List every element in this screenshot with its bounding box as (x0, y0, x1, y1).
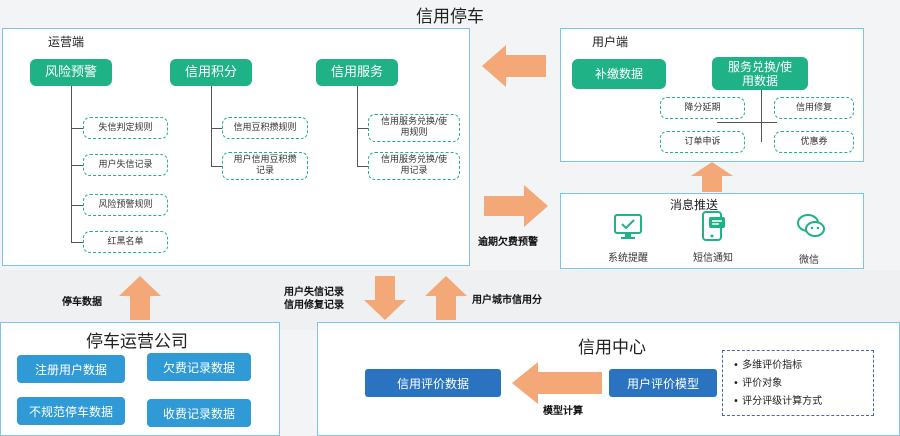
overdue-warning-label: 逾期欠费预警 (478, 237, 538, 248)
arrow-overdue-to-push (484, 185, 548, 227)
repay-data-button[interactable]: 补缴数据 (572, 59, 666, 89)
arrow-model-to-data (512, 362, 602, 404)
credit-center-title: 信用中心 (578, 338, 646, 358)
points-item: 信用豆积攒规则 (222, 117, 308, 139)
monitor-check-icon (614, 214, 642, 239)
credit-eval-data-button[interactable]: 信用评价数据 (365, 369, 501, 397)
points-branch-2 (211, 166, 223, 167)
arrow-parking-data-up (119, 276, 161, 320)
risk-branch-4 (71, 242, 84, 243)
arrow-user-to-operator (482, 45, 546, 87)
risk-item: 失信判定规则 (83, 117, 168, 139)
bullet-item: • 多维评价指标 (733, 360, 803, 371)
arrow-city-score-up (425, 276, 467, 320)
user-sub-item: 订单申诉 (660, 131, 745, 153)
wechat-icon (797, 214, 825, 237)
company-button[interactable]: 不规范停车数据 (17, 397, 125, 425)
risk-item: 红黑名单 (83, 231, 168, 253)
push-item-label: 系统提醒 (608, 253, 648, 264)
bullet-item: • 评价对象 (733, 378, 783, 389)
points-branch-1 (211, 128, 223, 129)
company-button[interactable]: 欠费记录数据 (147, 353, 251, 381)
service-exchange-data-button[interactable]: 服务兑换/使 用数据 (712, 57, 808, 90)
arrow-records-down (364, 276, 406, 320)
page-title: 信用停车 (416, 7, 484, 27)
parking-data-label: 停车数据 (62, 297, 102, 308)
service-branch-1 (357, 128, 369, 129)
user-sub-item: 降分延期 (660, 97, 745, 119)
city-credit-score-label: 用户城市信用分 (472, 295, 542, 306)
points-tree-line (211, 86, 212, 166)
user-eval-model-button[interactable]: 用户评价模型 (609, 369, 717, 397)
user-tree-line (761, 90, 762, 142)
company-button[interactable]: 收费记录数据 (147, 399, 251, 427)
push-item-label: 微信 (799, 255, 819, 266)
service-tree-line (357, 86, 358, 166)
service-branch-2 (357, 166, 369, 167)
push-title: 消息推送 (670, 198, 719, 212)
user-sub-item: 信用修复 (774, 97, 854, 119)
risk-branch-3 (71, 205, 84, 206)
user-cross-line (717, 122, 777, 123)
user-label: 用户端 (592, 35, 629, 49)
user-sub-item: 优惠券 (774, 131, 854, 153)
service-item: 信用服务兑换/使 用记录 (368, 152, 460, 180)
risk-branch-2 (71, 165, 84, 166)
company-title: 停车运营公司 (86, 332, 188, 352)
company-button[interactable]: 注册用户数据 (17, 355, 125, 383)
user-records-label: 用户失信记录 信用修复记录 (284, 287, 344, 311)
service-item: 信用服务兑换/使 用规则 (368, 114, 460, 142)
risk-item: 用户失信记录 (83, 154, 168, 176)
credit-service-button[interactable]: 信用服务 (316, 59, 398, 86)
operator-label: 运营端 (48, 35, 85, 49)
model-bullets: • 多维评价指标 • 评价对象 • 评分评级计算方式 (722, 350, 874, 416)
phone-message-icon (702, 211, 725, 241)
credit-points-button[interactable]: 信用积分 (170, 59, 252, 86)
risk-tree-line (71, 86, 72, 242)
points-item: 用户信用豆积攒 记录 (222, 152, 308, 180)
arrow-push-to-user (691, 162, 733, 192)
push-item-label: 短信通知 (693, 253, 733, 264)
model-calc-label: 模型计算 (543, 406, 583, 417)
risk-item: 风险预警规则 (83, 194, 168, 216)
risk-branch-1 (71, 128, 84, 129)
risk-warning-button[interactable]: 风险预警 (30, 59, 112, 86)
bullet-item: • 评分评级计算方式 (733, 396, 823, 407)
